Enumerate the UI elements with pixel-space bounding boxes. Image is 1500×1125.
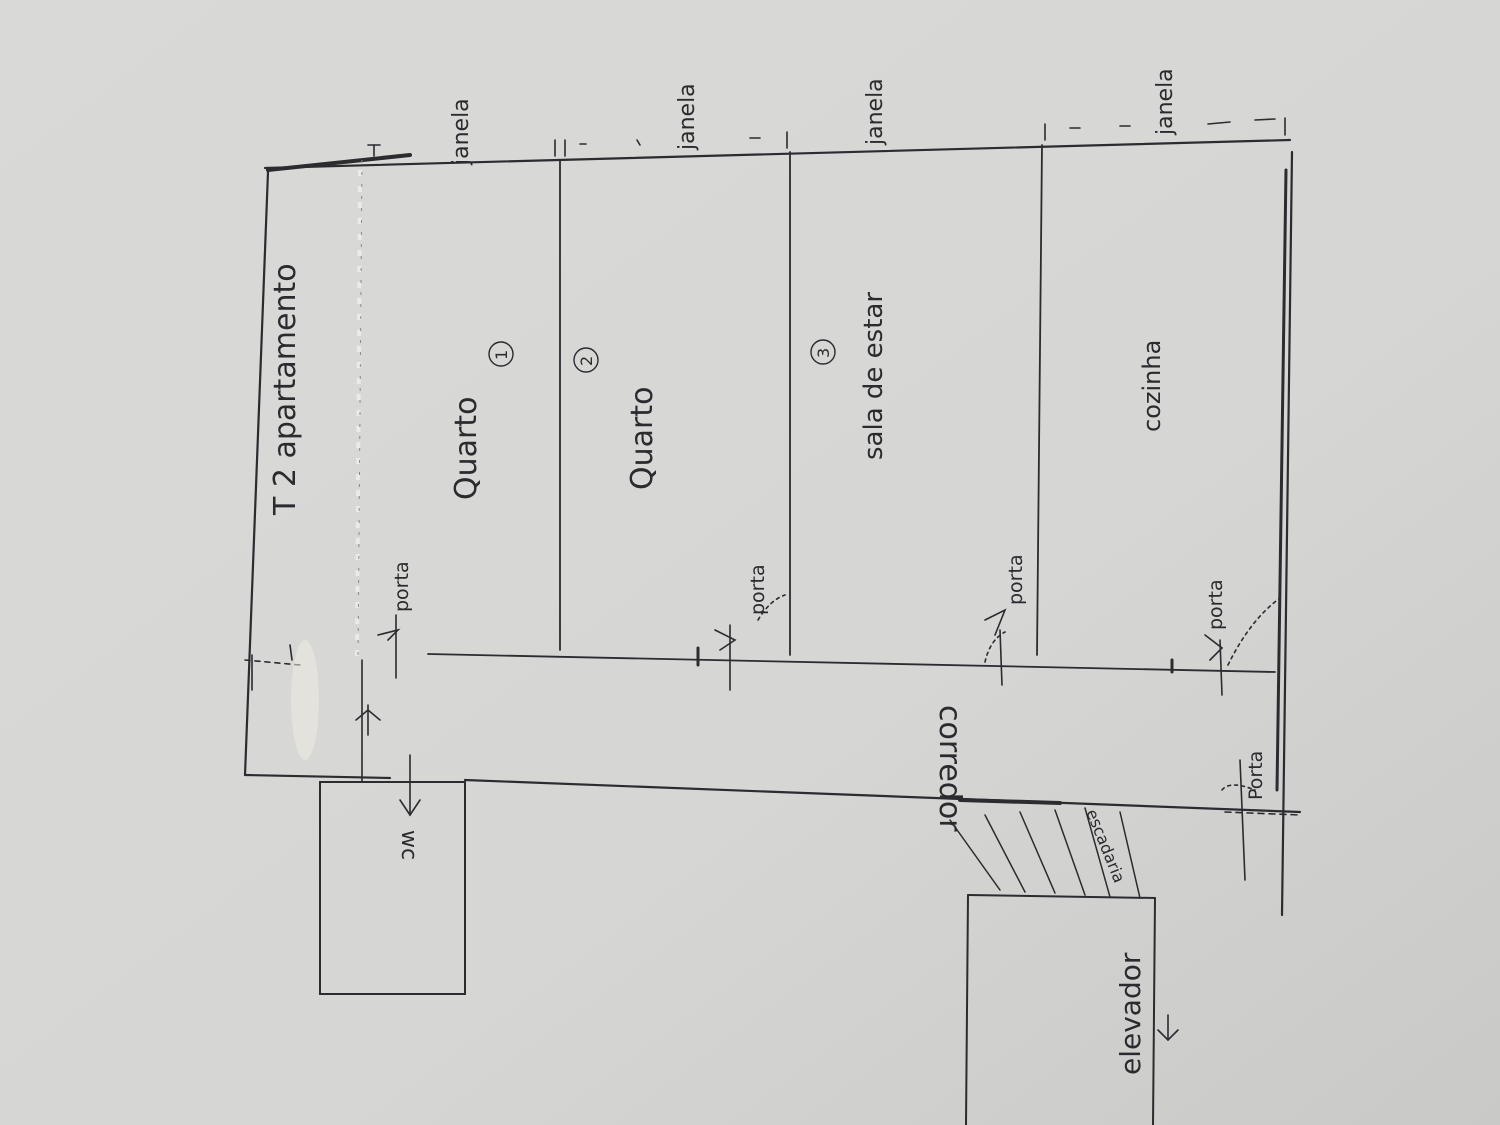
eraser-smudge bbox=[291, 640, 319, 760]
erased-wall-trace bbox=[355, 169, 362, 661]
room-number-circle-1 bbox=[488, 341, 514, 367]
plan-title: T 2 apartamento bbox=[268, 263, 303, 516]
room-label-sala: sala de estar bbox=[859, 292, 889, 460]
outer-walls bbox=[243, 138, 1302, 917]
wc-room bbox=[319, 781, 466, 995]
door-label-quarto-2: porta bbox=[747, 564, 769, 615]
stairs-hatching bbox=[949, 807, 1141, 899]
elevator-box bbox=[965, 894, 1156, 1125]
room-number-circle-2 bbox=[573, 347, 599, 373]
door-label-sala: porta bbox=[1005, 554, 1027, 605]
interior-walls bbox=[427, 144, 1276, 673]
window-label-4: janela bbox=[1153, 68, 1178, 136]
window-label-1: janela bbox=[449, 98, 474, 166]
window-markers bbox=[367, 117, 1286, 157]
room-number-circle-3 bbox=[810, 339, 836, 365]
door-label-quarto-1: porta bbox=[391, 561, 413, 612]
room-number-1: 1 bbox=[492, 350, 511, 360]
room-number-3: 3 bbox=[814, 348, 833, 358]
room-label-elevador: elevador bbox=[1114, 952, 1147, 1075]
door-label-entrance: Porta bbox=[1245, 751, 1267, 800]
room-label-quarto-2: Quarto bbox=[625, 387, 660, 490]
window-label-3: janela bbox=[863, 78, 888, 146]
window-label-2: janela bbox=[675, 83, 700, 151]
room-number-2: 2 bbox=[577, 356, 596, 366]
room-label-quarto-1: Quarto bbox=[449, 397, 484, 500]
labels: T 2 apartamento Quarto 1 Quarto 2 sala d… bbox=[268, 68, 1267, 1075]
door-label-cozinha: porta bbox=[1205, 579, 1227, 630]
room-label-corredor: corredor bbox=[932, 705, 967, 832]
door-markers bbox=[244, 594, 1301, 1042]
room-label-wc: wc bbox=[396, 830, 421, 860]
room-label-cozinha: cozinha bbox=[1138, 340, 1166, 432]
